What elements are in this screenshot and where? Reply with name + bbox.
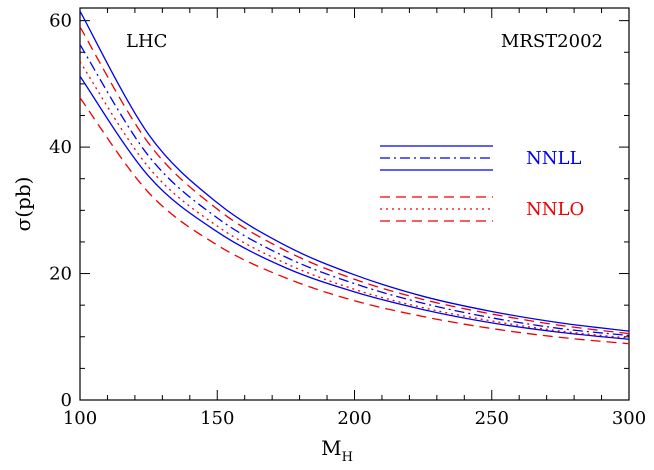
- x-tick-label: 250: [475, 408, 509, 429]
- corner-label-right: MRST2002: [501, 31, 603, 52]
- series-lines: [79, 10, 630, 345]
- x-axis-title-sub: H: [342, 450, 353, 465]
- series-nnll-solid-0: [79, 10, 630, 332]
- legend: NNLL NNLO: [380, 145, 584, 222]
- series-nnlo-dashed-3: [79, 26, 630, 335]
- y-tick-label: 0: [61, 390, 72, 411]
- x-tick-label: 300: [612, 408, 646, 429]
- tick-labels: 100 150 200 250 300 0 20 40 60: [49, 11, 646, 429]
- x-axis-title: MH: [321, 436, 353, 465]
- y-axis-title: σ(pb): [11, 177, 35, 232]
- legend-label-nnlo: NNLO: [526, 199, 584, 220]
- y-tick-label: 60: [49, 11, 72, 32]
- y-tick-label: 40: [49, 137, 72, 158]
- corner-label-left: LHC: [126, 31, 167, 52]
- ticks: [79, 8, 630, 401]
- x-tick-label: 150: [200, 408, 234, 429]
- legend-label-nnll: NNLL: [526, 148, 581, 169]
- series-nnlo-dotted-4: [79, 61, 630, 339]
- series-nnll-dashdot-1: [79, 44, 630, 337]
- series-nnll-solid-2: [79, 75, 630, 340]
- x-tick-label: 100: [63, 408, 97, 429]
- x-tick-label: 200: [337, 408, 371, 429]
- series-nnlo-dashed-5: [79, 97, 630, 345]
- x-axis-title-main: M: [321, 436, 341, 460]
- y-tick-label: 20: [49, 264, 72, 285]
